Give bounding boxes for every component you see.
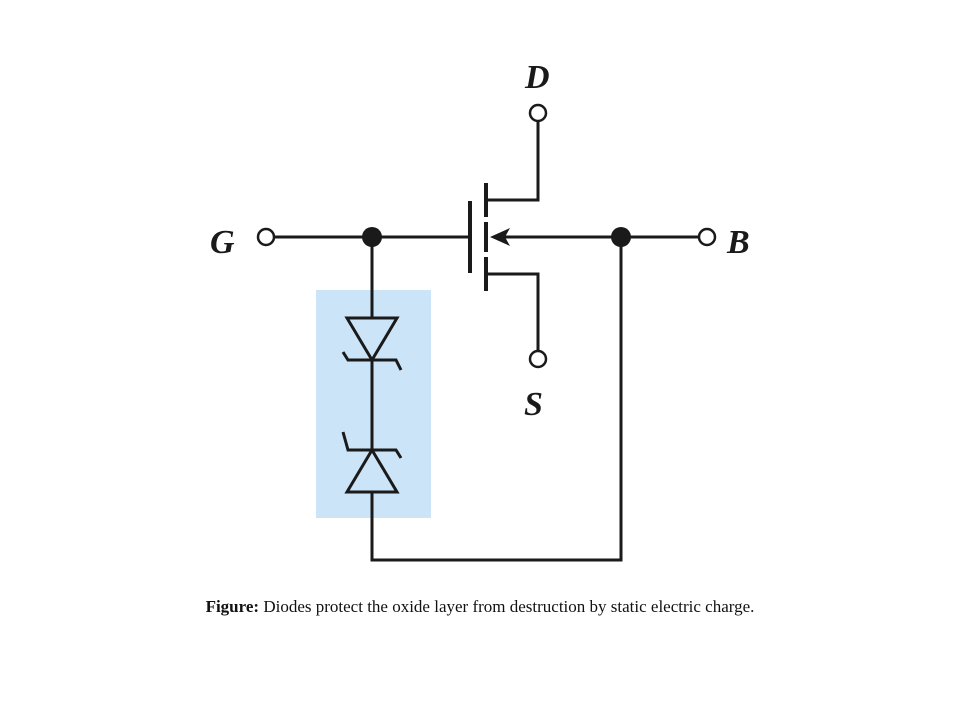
zener-diode-upper: [341, 316, 403, 371]
source-label: S: [524, 386, 543, 423]
gate-junction-node: [362, 227, 382, 247]
drain-label: D: [524, 59, 550, 96]
body-arrow-icon: [490, 228, 510, 246]
drain-terminal: [528, 103, 548, 123]
caption-text: Diodes protect the oxide layer from dest…: [259, 597, 755, 616]
body-terminal: [697, 227, 717, 247]
gate-label: G: [210, 224, 235, 261]
caption-label: Figure:: [205, 597, 260, 616]
body-junction-node: [611, 227, 631, 247]
return-wire: [370, 235, 623, 562]
zener-diode-lower: [341, 431, 403, 494]
drain-wire: [485, 119, 540, 202]
gate-terminal: [256, 227, 276, 247]
source-terminal: [528, 349, 548, 369]
body-label: B: [726, 224, 750, 261]
figure-caption: Figure: Diodes protect the oxide layer f…: [0, 597, 960, 617]
source-wire: [485, 272, 540, 353]
